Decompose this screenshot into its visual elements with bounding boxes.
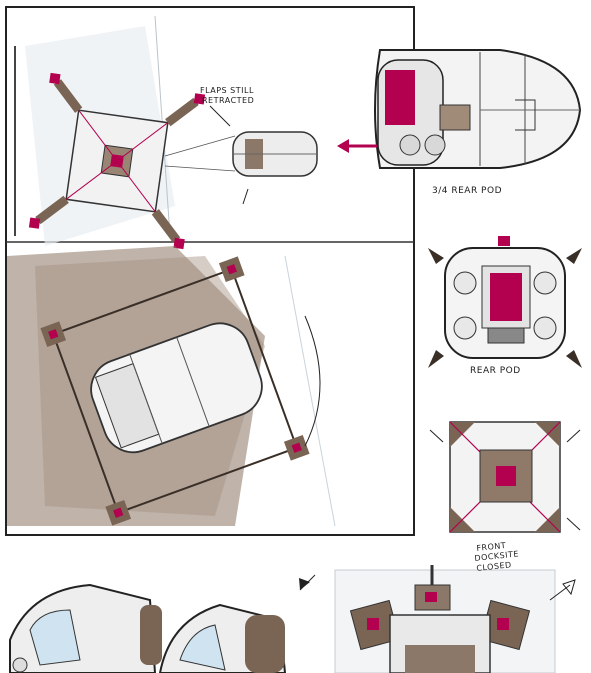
bottom-pods-drawing: [9, 583, 287, 673]
storyboard-frame: [5, 6, 415, 536]
rear-pod-34-drawing: [374, 49, 582, 169]
front-docksite-sketch: [425, 410, 585, 540]
bottom-frame-sketch: [7, 246, 336, 527]
bottom-dock-drawing: [299, 565, 576, 673]
label-rear-pod-34: 3/4 REAR POD: [432, 186, 502, 196]
top-frame-sketch: [14, 15, 318, 250]
label-flaps-line1: FLAPS STILL: [200, 86, 254, 95]
label-flaps-line2: RETRACTED: [202, 96, 255, 105]
bottom-pods-sketch: [0, 570, 300, 673]
rear-pod-drawing: [428, 236, 582, 368]
arrow-left-icon: [337, 138, 379, 154]
front-docksite-drawing: [429, 421, 581, 533]
rear-pod-sketch: [420, 228, 590, 378]
rear-pod-34-sketch: [340, 40, 585, 175]
bottom-dock-sketch: [295, 560, 591, 673]
storyboard-frame-drawing: [5, 6, 415, 536]
label-rear-pod: REAR POD: [470, 366, 521, 376]
